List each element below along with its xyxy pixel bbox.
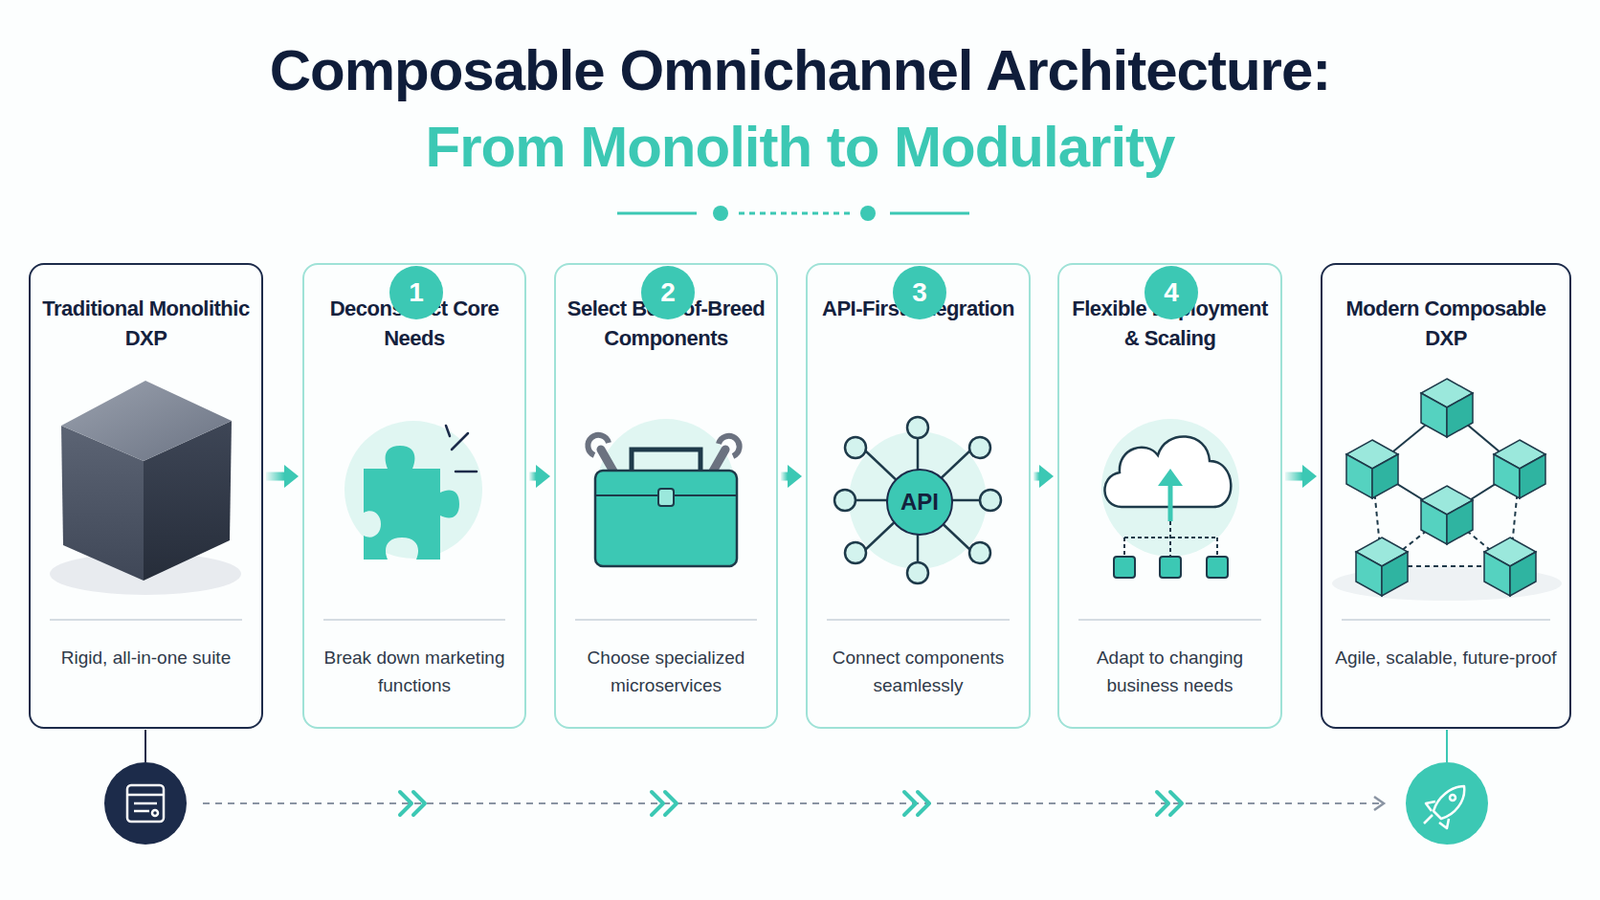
title-divider <box>617 205 970 222</box>
api-network <box>834 417 1001 584</box>
step-number-circle: 1 <box>389 266 444 320</box>
callout-number: 4 <box>1144 266 1199 320</box>
puzzle-icon <box>344 421 483 560</box>
platform-box: Modern Composable DXP Agile, scalable, fu… <box>1320 263 1572 730</box>
step-box: Flexible Deployment & ScalingAdapt to ch… <box>1057 263 1283 730</box>
flow-arrow <box>529 465 551 489</box>
box-description: Break down marketing functions <box>313 644 515 700</box>
api-hub-circle: API <box>886 468 954 536</box>
flow-arrow <box>1285 465 1317 489</box>
box-heading: Traditional Monolithic DXP <box>40 293 252 354</box>
step-box: API-First IntegrationConnect components … <box>805 263 1031 730</box>
monolith-cube <box>49 380 242 596</box>
toolbox-icon <box>587 419 739 567</box>
callout-number: 1 <box>389 266 444 320</box>
bottom-timeline <box>104 730 1489 845</box>
box-description: Agile, scalable, future-proof <box>1332 644 1560 672</box>
flow-arrow <box>780 465 802 489</box>
box-heading: Modern Composable DXP <box>1332 293 1560 354</box>
step-box: Deconstruct Core NeedsBreak down marketi… <box>302 263 527 730</box>
step-number-circle: 4 <box>1144 266 1199 320</box>
callout-number: 2 <box>641 266 695 320</box>
step-number-circle: 2 <box>641 266 695 320</box>
platform-box: Traditional Monolithic DXP Rigid, all-in-… <box>28 263 264 730</box>
box-description: Choose specialized microservices <box>565 644 767 700</box>
box-description: Rigid, all-in-one suite <box>40 644 252 672</box>
flow-arrow <box>266 465 299 489</box>
composable-cubes <box>1332 378 1562 601</box>
box-separators <box>49 619 1551 622</box>
callout-number: 3 <box>892 266 947 320</box>
step-box: Select Best-of-Breed ComponentsChoose sp… <box>554 263 778 730</box>
flow-arrow <box>1033 465 1054 489</box>
box-description: Connect components seamlessly <box>817 644 1020 700</box>
title: Composable Omnichannel Architecture: <box>0 36 1600 106</box>
step-number-circle: 3 <box>892 266 947 320</box>
box-description: Adapt to changing business needs <box>1068 644 1271 700</box>
hub-label: API <box>888 470 952 534</box>
subtitle: From Monolith to Modularity <box>0 112 1600 182</box>
cloud-icon <box>1101 419 1240 578</box>
